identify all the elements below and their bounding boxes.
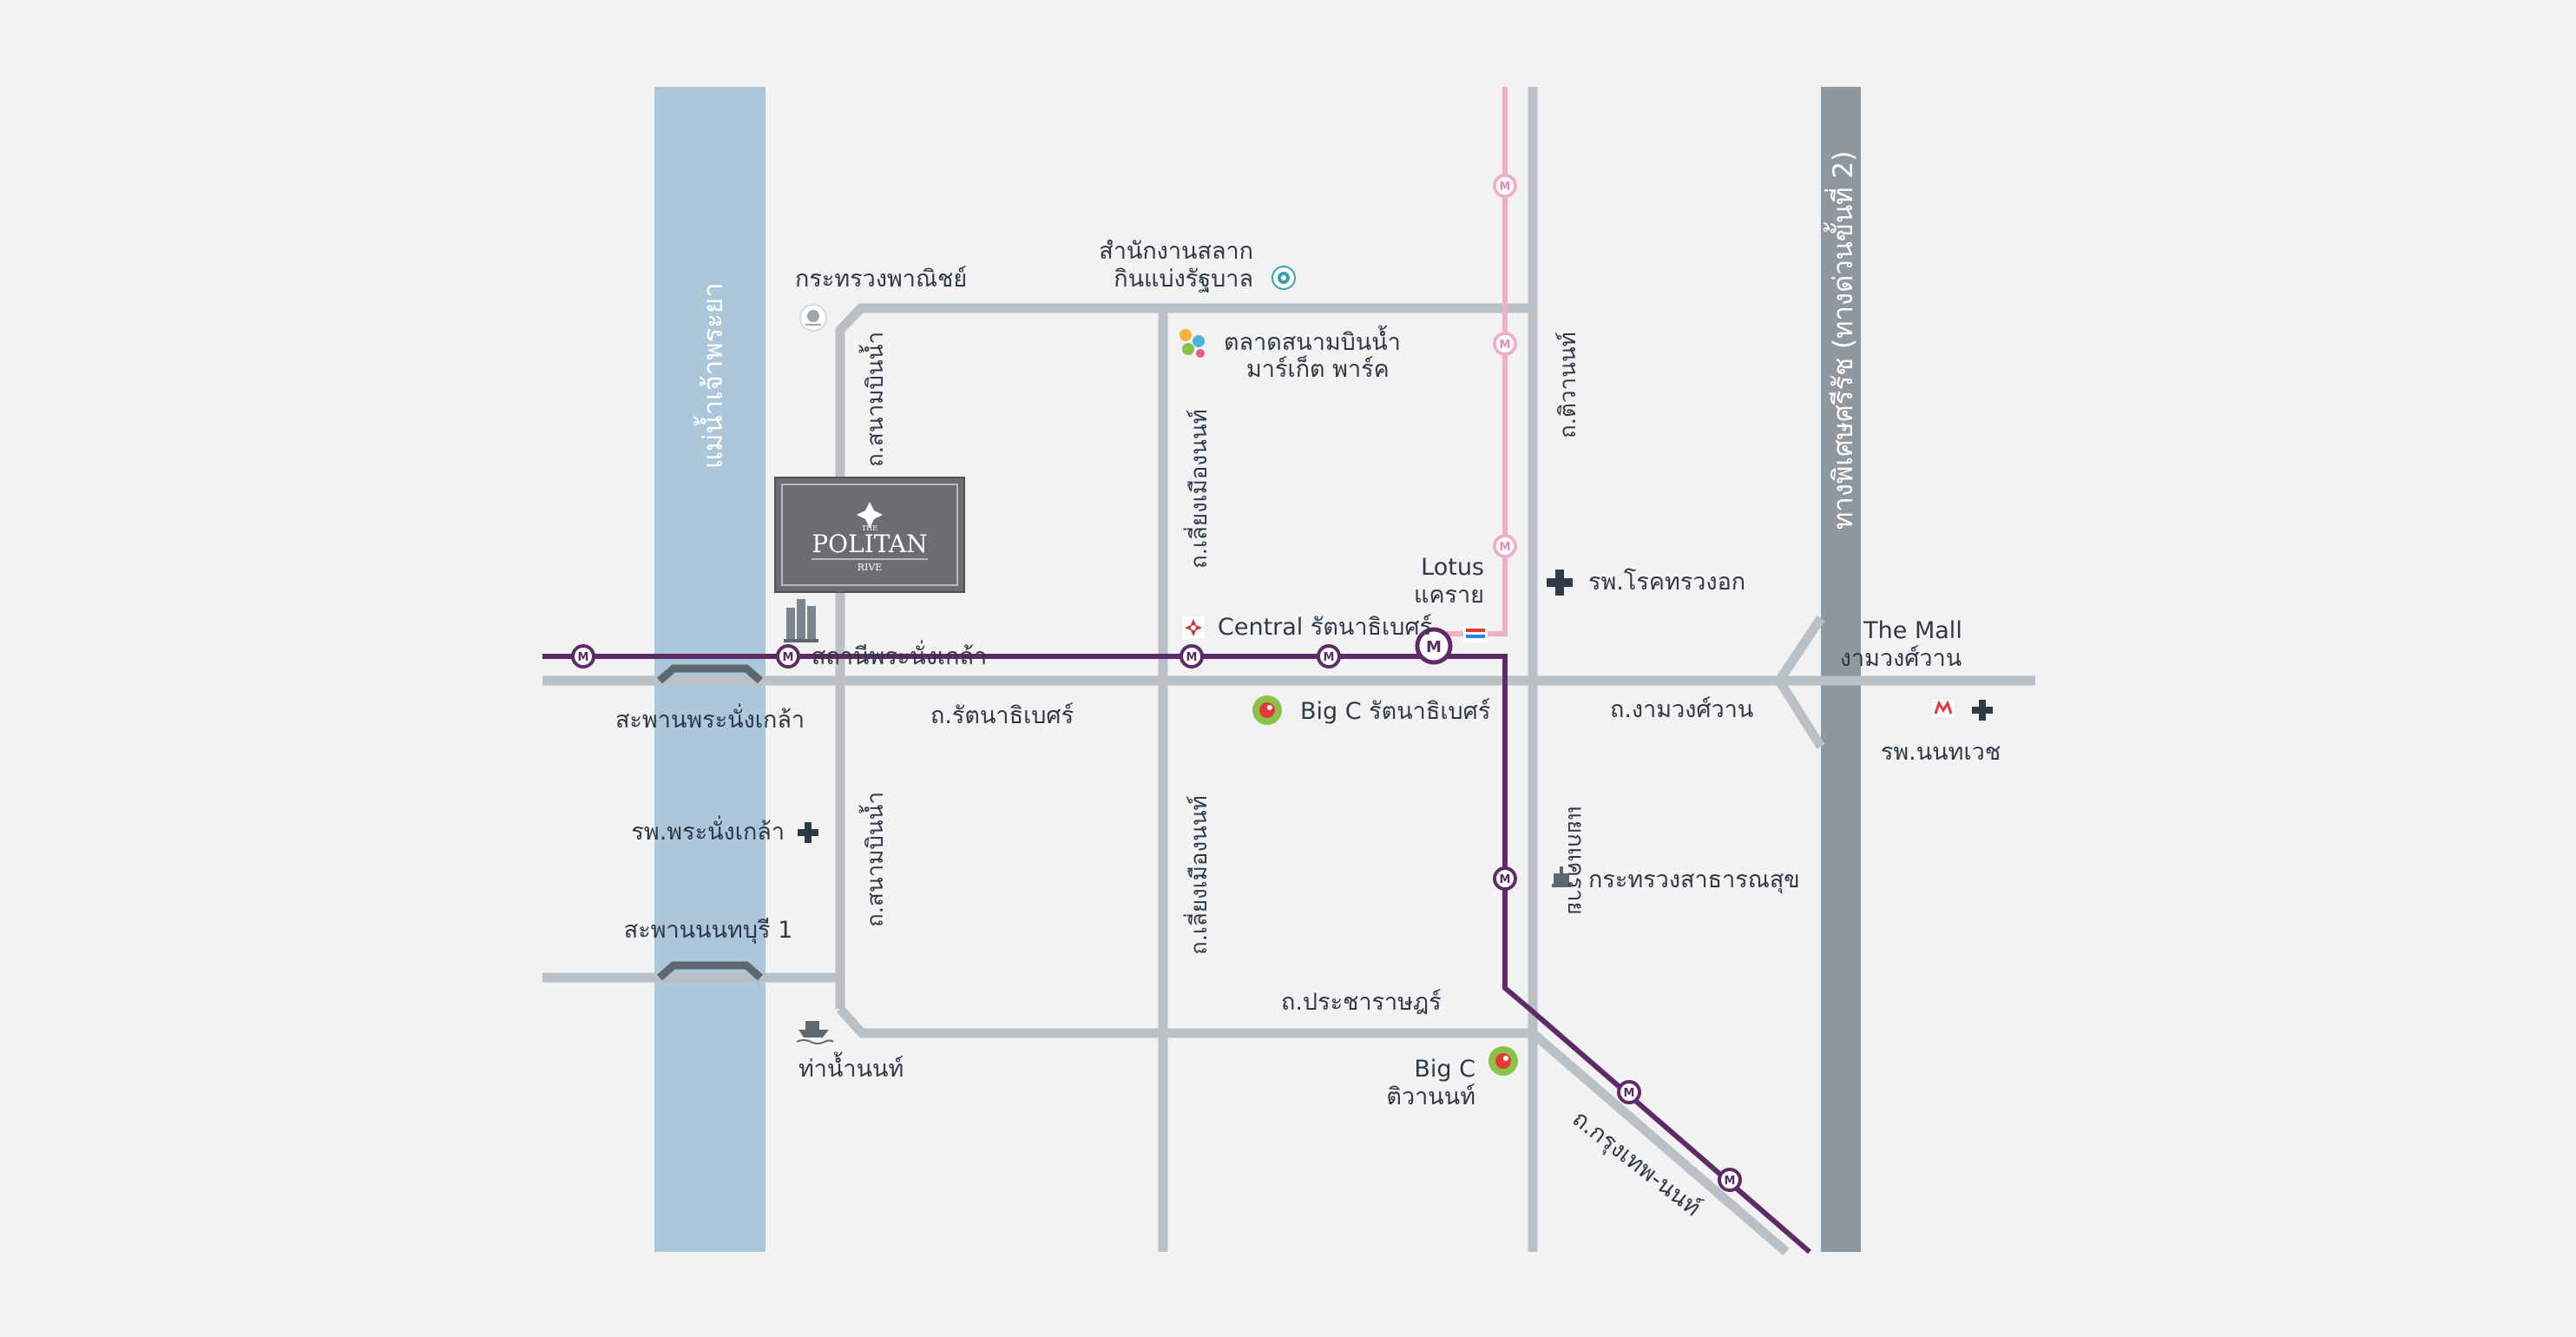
road-krungthep-non — [1529, 1029, 1790, 1256]
expressway-label: ทางพิเศษศรีรัช (ทางด่วนขั้นที่ 2) — [1824, 151, 1859, 530]
label-chest-hospital: รพ.โรคทรวงอก — [1588, 569, 1745, 596]
metro-symbol: M — [1725, 1175, 1736, 1188]
label-sanambinnam-market-2: มาร์เก็ต พาร์ค — [1246, 353, 1390, 383]
station-building-icon — [784, 599, 818, 642]
expressway — [1821, 87, 1861, 1252]
metro-symbol: M — [783, 651, 794, 664]
chest-hospital-icon — [1547, 570, 1573, 596]
label-sanambinnam-market-1: ตลาดสนามบินน้ำ — [1224, 325, 1401, 356]
road-network — [542, 87, 2035, 1256]
project-logo: THE POLITAN RIVE — [774, 477, 965, 593]
central-icon — [1182, 616, 1205, 639]
nonthaburi-1-bridge — [657, 961, 763, 981]
label-lottery-office-1: สำนักงานสลาก — [1099, 238, 1253, 265]
logo-name: POLITAN — [812, 530, 927, 558]
label-nonthavej-hospital: รพ.นนทเวช — [1881, 739, 2001, 766]
label-bigc-tiwanon-2: ติวานนท์ — [1386, 1083, 1475, 1110]
label-phra-nang-klao-station: สถานีพระนั่งเกล้า — [812, 640, 987, 670]
interchange-station-khae-rai: M — [1415, 627, 1453, 665]
ministry-public-health-icon — [1552, 866, 1571, 887]
metro-symbol: M — [1500, 339, 1511, 352]
purple-station-8: M — [1718, 1168, 1742, 1192]
metro-symbol: M — [578, 651, 589, 664]
bigc-tiwanon-icon — [1488, 1046, 1518, 1076]
label-nonthaburi-pier: ท่าน้ำนนท์ — [798, 1051, 904, 1083]
purple-station-6: M — [1493, 866, 1517, 891]
label-the-mall-2: งามวงศ์วาน — [1840, 644, 1962, 672]
label-road-sanambinnam-top: ถ.สนามบินน้ำ — [858, 332, 889, 467]
purple-station-1: M — [571, 644, 595, 668]
metro-symbol: M — [1624, 1087, 1635, 1100]
lotus-icon — [1463, 625, 1488, 642]
purple-station-7: M — [1617, 1080, 1641, 1104]
road-sanambinnam — [835, 303, 1536, 1009]
label-road-pracharat: ถ.ประชาราษฎร์ — [1281, 988, 1442, 1016]
label-road-tiwanon: ถ.ติวานนท์ — [1555, 332, 1581, 438]
label-lotus-1: Lotus — [1421, 554, 1484, 581]
ramp-upper — [1775, 615, 1825, 684]
pier-boat-icon — [796, 1021, 834, 1044]
label-lotus-2: แคราย — [1414, 582, 1484, 609]
pink-station-2: M — [1493, 332, 1517, 356]
metro-symbol: M — [1426, 638, 1442, 656]
label-road-rattanathibet: ถ.รัตนาธิเบศร์ — [930, 701, 1074, 729]
bridges — [657, 664, 763, 981]
pink-line-stations: M M M — [1493, 174, 1517, 558]
pink-line — [1434, 87, 1508, 636]
purple-station-4: M — [1317, 644, 1341, 668]
metro-symbol: M — [1500, 873, 1511, 886]
label-phra-nang-klao-bridge: สะพานพระนั่งเกล้า — [615, 703, 805, 734]
logo-star-icon — [857, 502, 883, 528]
label-road-liangmueangnon-top: ถ.เลี่ยงเมืองนนท์ — [1183, 409, 1212, 569]
phra-nang-klao-bridge — [657, 664, 763, 684]
metro-symbol: M — [1500, 541, 1511, 554]
ramp-lower — [1775, 678, 1825, 749]
pink-station-3: M — [1493, 534, 1517, 558]
road-pracharat — [836, 1005, 1536, 1038]
label-nonthaburi-bridge-1: สะพานนนทบุรี 1 — [624, 917, 793, 945]
the-mall-icon — [1932, 700, 1955, 717]
river-label: แม่น้ำเจ้าพระยา — [693, 283, 729, 470]
label-central: Central รัตนาธิเบศร์ — [1218, 613, 1432, 641]
nonthavej-hospital-icon — [1972, 700, 1993, 721]
label-khae-rai-junction: แยกแคราย — [1562, 806, 1588, 915]
label-bigc-rattanathibet: Big C รัตนาธิเบศร์ — [1300, 697, 1490, 725]
label-ministry-public-health: กระทรวงสาธารณสุข — [1588, 866, 1800, 894]
logo-sub: RIVE — [858, 562, 883, 573]
label-road-liangmueangnon-bottom: ถ.เลี่ยงเมืองนนท์ — [1183, 795, 1212, 955]
label-lottery-office-2: กินแบ่งรัฐบาล — [1114, 266, 1253, 293]
purple-station-phra-nang-klao: M — [776, 644, 800, 668]
metro-symbol: M — [1500, 181, 1511, 194]
pink-station-1: M — [1493, 174, 1517, 198]
label-the-mall-1: The Mall — [1863, 617, 1962, 644]
label-phra-nang-klao-hospital: รพ.พระนั่งเกล้า — [631, 815, 785, 846]
lottery-office-icon — [1272, 266, 1296, 290]
phra-nang-klao-hospital-icon — [798, 822, 818, 843]
metro-symbol: M — [1324, 651, 1335, 664]
label-road-ngamwongwan: ถ.งามวงศ์วาน — [1610, 695, 1753, 723]
label-road-sanambinnam-bottom: ถ.สนามบินน้ำ — [858, 792, 889, 927]
label-ministry-commerce: กระทรวงพาณิชย์ — [795, 265, 967, 293]
metro-symbol: M — [1186, 651, 1198, 664]
logo-the: THE — [862, 524, 877, 532]
market-park-icon — [1180, 329, 1205, 358]
label-bigc-tiwanon-1: Big C — [1414, 1056, 1475, 1083]
bigc-rattanathibet-icon — [1252, 695, 1282, 725]
purple-station-3: M — [1180, 644, 1204, 668]
purple-line-stations: M M M M M M M M — [571, 627, 1742, 1192]
ministry-commerce-icon — [799, 304, 827, 332]
